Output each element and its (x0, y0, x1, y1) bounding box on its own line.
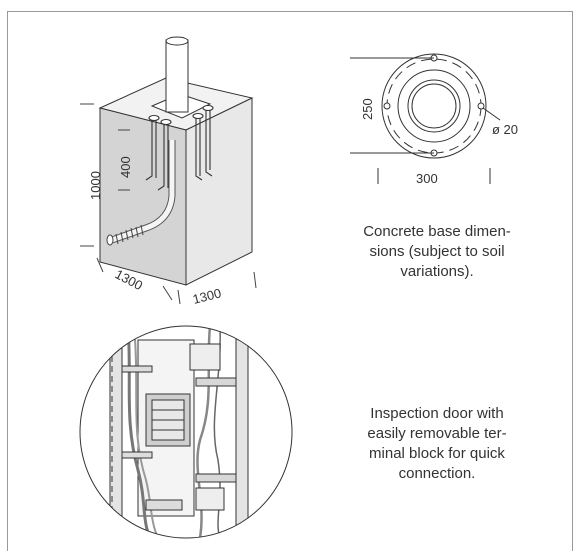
dim-height-label: 1000 (88, 171, 103, 200)
cable-bundle (126, 326, 152, 538)
concrete-caption-line-3: variations). (400, 263, 474, 280)
dimension-ticks (80, 103, 257, 305)
anchor-bolts (145, 104, 214, 191)
dim-width-label: 1300 (191, 285, 223, 307)
inspection-door-caption: Inspection door with easily removable te… (340, 404, 534, 484)
dim-vertical-label: 250 (360, 98, 375, 120)
plan-view-drawing (350, 53, 501, 184)
inspection-door-drawing (80, 326, 292, 538)
concrete-base-caption: Concrete base dimen- sions (subject to s… (340, 222, 534, 282)
dim-hole-label: ø 20 (492, 122, 518, 137)
inspection-detail-circle (79, 325, 293, 539)
block-right-face (185, 97, 253, 286)
inspection-caption-line-2: easily removable ter- (367, 425, 507, 442)
concrete-caption-line-2: sions (subject to soil (369, 243, 505, 260)
dim-horizontal-label: 300 (416, 171, 438, 186)
inspection-caption-line-3: minal block for quick (369, 445, 505, 462)
pole-top (165, 36, 189, 46)
concrete-caption-line-1: Concrete base dimen- (363, 223, 511, 240)
inspection-caption-line-1: Inspection door with (370, 405, 504, 422)
conduit-corrugation (106, 224, 144, 246)
dim-bolt-label: 400 (118, 156, 133, 178)
inspection-caption-line-4: connection. (398, 465, 476, 482)
panel-frame (7, 11, 573, 551)
pole (165, 39, 189, 113)
bolt-hole-left (383, 102, 391, 110)
bolt-hole-right (477, 102, 485, 110)
